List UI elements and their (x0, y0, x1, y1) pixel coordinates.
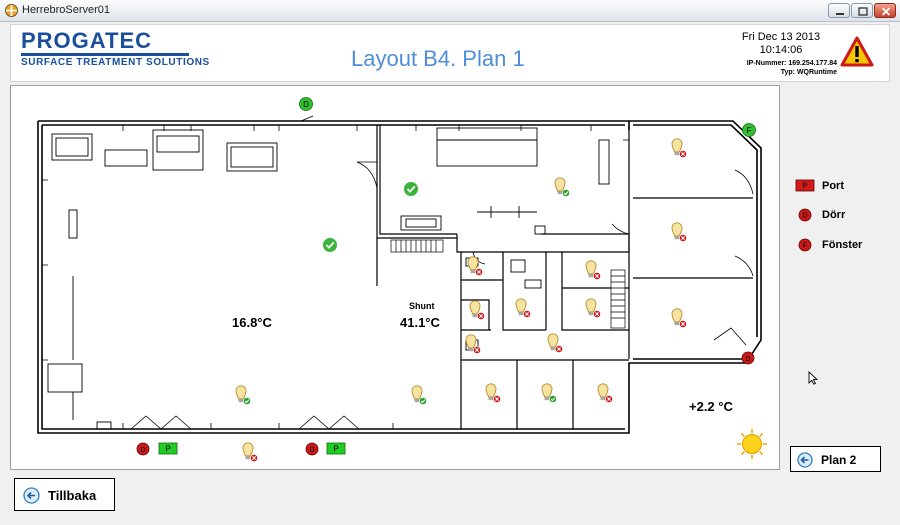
lightbulb-icon[interactable] (585, 298, 602, 319)
port-letter: P (333, 445, 338, 454)
back-button[interactable]: Tillbaka (14, 478, 115, 511)
mouse-cursor-icon (808, 371, 818, 385)
legend-door: D Dörr (795, 207, 895, 225)
legend-window: F Fönster (795, 237, 895, 255)
back-label: Tillbaka (48, 488, 97, 503)
port-marker[interactable]: P (326, 442, 346, 455)
lightbulb-icon[interactable] (469, 300, 486, 321)
legend-port-label: Port (822, 180, 844, 192)
window-marker[interactable]: F (742, 123, 756, 137)
lightbulb-icon[interactable] (597, 383, 614, 404)
plan2-label: Plan 2 (821, 453, 857, 467)
close-icon (881, 7, 891, 16)
equipment (47, 127, 610, 430)
check-icon (323, 238, 337, 252)
minimize-button[interactable] (828, 3, 850, 18)
door-letter: D (140, 447, 145, 454)
port-marker[interactable]: P (158, 442, 178, 455)
lightbulb-icon[interactable] (547, 333, 564, 354)
lightbulb-icon[interactable] (467, 256, 484, 277)
stairs (390, 239, 626, 329)
logo-underline (21, 53, 189, 56)
door-letter: D (745, 356, 750, 363)
outer-walls (37, 120, 762, 434)
lightbulb-icon[interactable] (585, 260, 602, 281)
lightbulb-icon[interactable] (671, 308, 688, 329)
door-letter: D (303, 100, 309, 109)
legend-door-label: Dörr (822, 209, 846, 221)
lightbulb-icon[interactable] (515, 298, 532, 319)
app-icon (5, 4, 18, 17)
lightbulb-icon[interactable] (671, 222, 688, 243)
runtime-type: Typ: WQRuntime (780, 69, 837, 76)
lightbulb-icon[interactable] (671, 138, 688, 159)
port-legend-icon: P (795, 179, 815, 192)
wall-ticks (42, 125, 629, 429)
lightbulb-icon[interactable] (541, 383, 558, 404)
door-marker[interactable]: D (136, 442, 150, 456)
lightbulb-icon[interactable] (554, 177, 571, 198)
lightbulb-icon[interactable] (411, 385, 428, 406)
window-legend-icon: F (798, 238, 812, 252)
svg-text:P: P (802, 182, 807, 191)
back-arrow-icon (23, 487, 40, 504)
ip-address: IP-Nummer: 169.254.177.84 (746, 60, 837, 67)
lightbulb-icon[interactable] (485, 383, 502, 404)
window-titlebar: HerrebroServer01 (0, 0, 900, 22)
sun-icon (737, 429, 767, 459)
warning-icon[interactable] (840, 36, 874, 68)
back-arrow-icon (797, 452, 813, 468)
floor-plan-panel: D F D D P D P (10, 85, 780, 470)
door-marker[interactable]: D (299, 97, 313, 111)
door-legend-icon: D (798, 208, 812, 222)
legend-port: P Port (795, 178, 895, 196)
company-tagline: SURFACE TREATMENT SOLUTIONS (21, 57, 210, 68)
plan2-button[interactable]: Plan 2 (790, 446, 881, 472)
window-title: HerrebroServer01 (22, 4, 111, 16)
maximize-button[interactable] (851, 3, 873, 18)
close-button[interactable] (874, 3, 896, 18)
svg-text:F: F (803, 243, 807, 250)
lightbulb-icon[interactable] (235, 385, 252, 406)
current-date: Fri Dec 13 2013 (741, 31, 821, 43)
outdoor-temperature: +2.2 °C (689, 399, 733, 414)
legend-window-label: Fönster (822, 239, 863, 251)
company-logo: PROGATEC (21, 28, 153, 53)
door-marker[interactable]: D (741, 351, 755, 365)
window-letter: F (747, 126, 752, 135)
minimize-icon (836, 13, 844, 15)
floor-plan: D F D D P D P (37, 97, 767, 463)
door-marker[interactable]: D (305, 442, 319, 456)
shunt-label: Shunt (409, 301, 435, 311)
svg-text:D: D (802, 213, 807, 220)
port-letter: P (165, 445, 170, 454)
door-swings (130, 115, 754, 430)
hall-temperature: 16.8°C (232, 315, 272, 330)
page-title: Layout B4. Plan 1 (351, 46, 525, 71)
shunt-temperature: 41.1°C (400, 315, 440, 330)
lightbulb-icon[interactable] (242, 442, 259, 463)
check-icon (404, 182, 418, 196)
maximize-icon (858, 7, 868, 16)
interior-walls (376, 125, 753, 429)
door-letter: D (309, 447, 314, 454)
current-time: 10:14:06 (759, 44, 803, 56)
app-header: PROGATEC SURFACE TREATMENT SOLUTIONS Lay… (10, 24, 890, 82)
